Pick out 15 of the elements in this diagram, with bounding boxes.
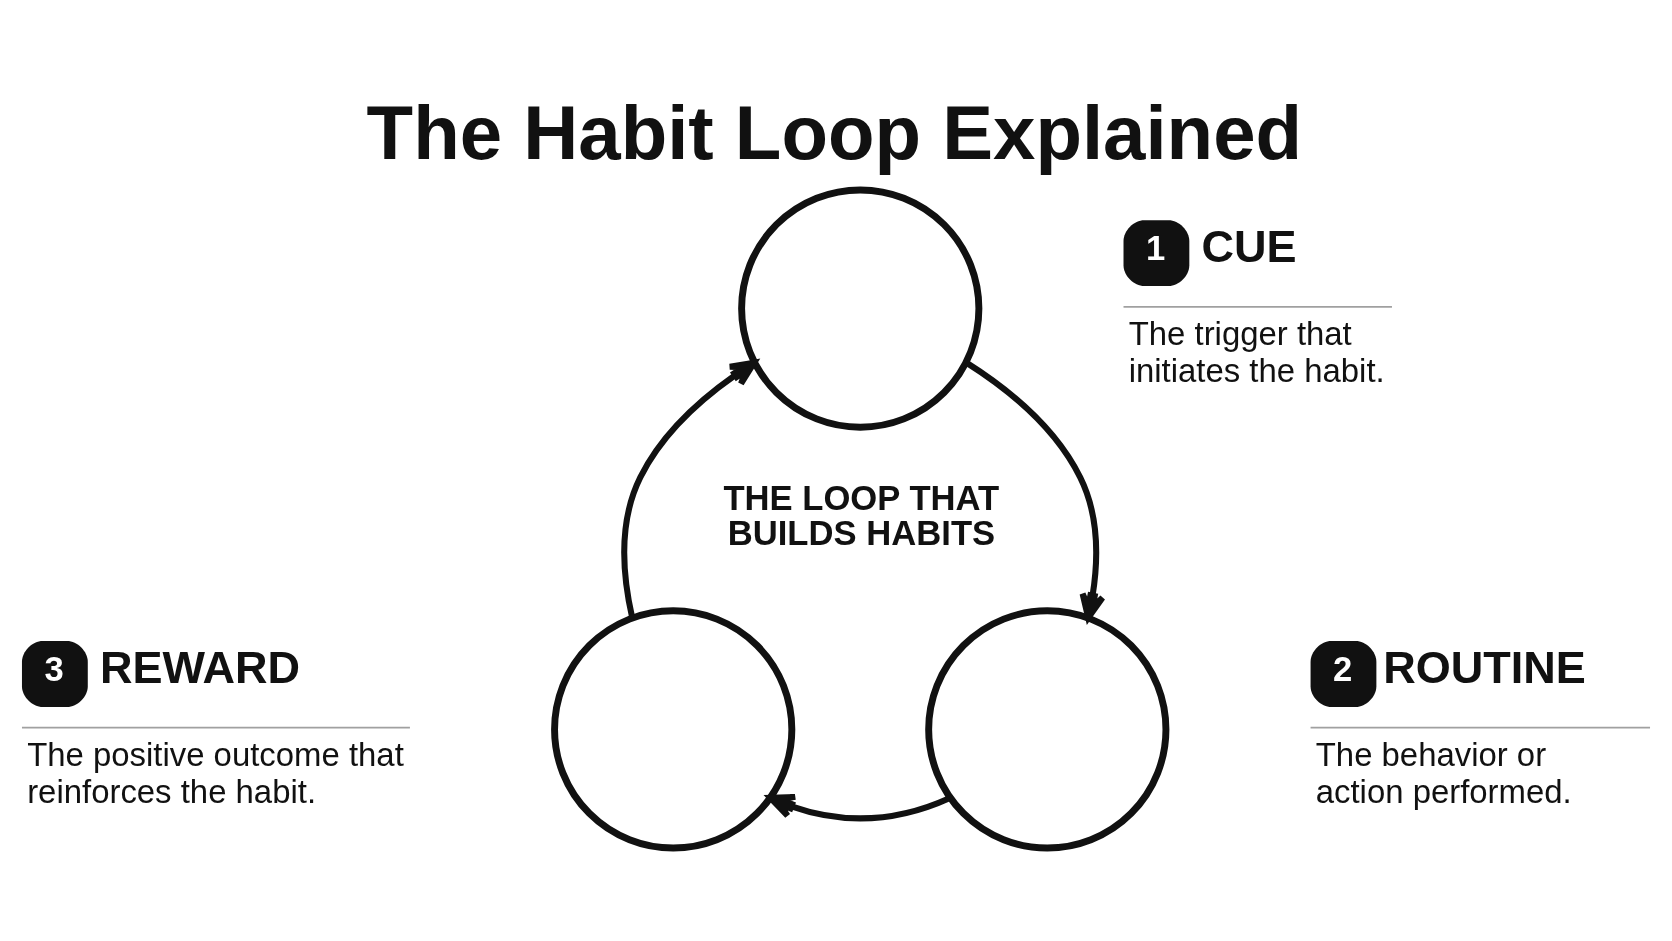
node-label: 2 <box>1333 649 1353 688</box>
label: THE LOOP THAT BUILDS HABITS <box>723 479 1000 552</box>
node-label: The trigger that initiates the habit. <box>1128 315 1385 389</box>
node-circle <box>738 186 983 431</box>
node-label: The positive outcome that reinforces the habit. <box>27 736 404 810</box>
node-label: REWARD <box>99 642 300 694</box>
diagram-title: The Habit Loop Explained <box>366 90 1303 176</box>
node-label: 3 <box>44 649 64 688</box>
node-circle <box>551 607 796 852</box>
node-label: The behavior or action performed. <box>1315 736 1572 810</box>
arrow <box>621 359 758 619</box>
node-circle <box>925 607 1170 852</box>
node-label: ROUTINE <box>1383 642 1586 694</box>
node-label: CUE <box>1201 221 1297 273</box>
node-label: 1 <box>1146 229 1166 268</box>
